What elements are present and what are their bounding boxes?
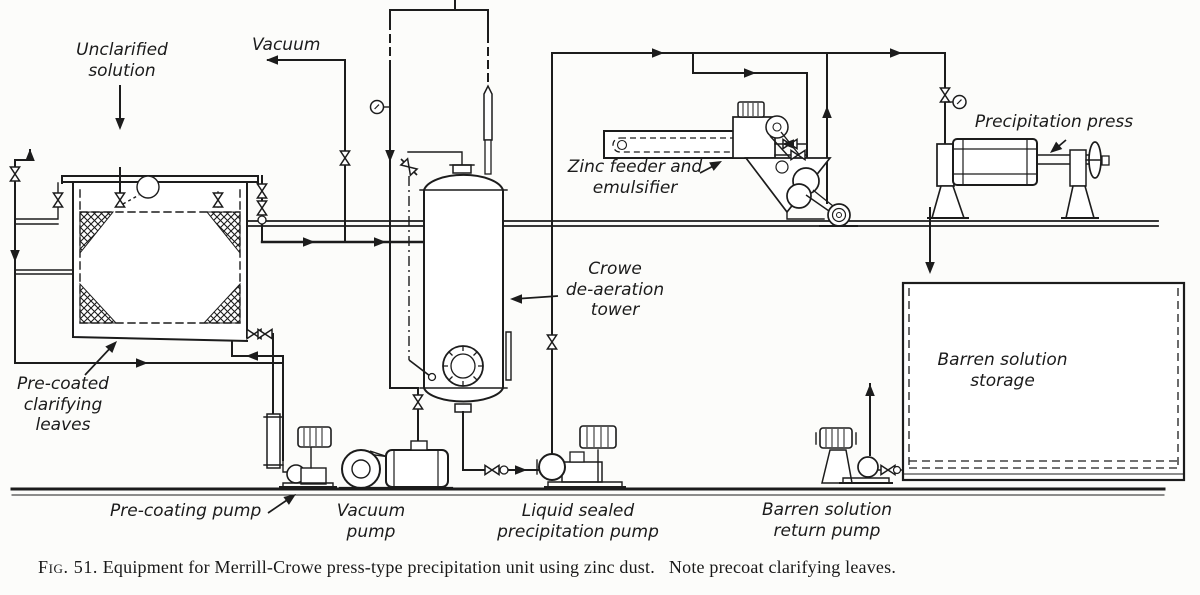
label-precoated-leaves: Pre-coated clarifying leaves — [17, 374, 109, 436]
label-unclarified-solution: Unclarified solution — [76, 40, 168, 81]
vacuum-pump-body — [385, 449, 449, 488]
inlet-fitting — [410, 440, 428, 451]
pipe-fitting — [892, 465, 902, 475]
barometric-tube — [483, 84, 493, 141]
barren-storage-tank — [901, 281, 1186, 482]
valve-icon — [546, 334, 558, 350]
drive-housing — [732, 116, 776, 159]
clarified-solution-pipe — [260, 237, 426, 247]
vacuum-pump — [338, 440, 454, 490]
precoat-pot — [266, 413, 281, 469]
figure-number: Fig. 51. — [38, 557, 99, 577]
figure-caption: Fig. 51. Equipment for Merrill-Crowe pre… — [38, 557, 1178, 578]
label-precipitation-press: Precipitation press — [974, 112, 1134, 132]
valve-icon — [939, 87, 951, 103]
caption-text: Equipment for Merrill-Crowe press-type p… — [102, 557, 655, 577]
pipe-fitting — [499, 465, 509, 475]
pump-motor-icon — [579, 425, 617, 449]
label-vacuum-pump: Vacuum pump — [336, 501, 406, 542]
valve-icon — [339, 150, 351, 166]
pressure-gauge-icon — [952, 94, 967, 110]
side-bracket — [505, 331, 512, 381]
label-barren-return-pump: Barren solution return pump — [761, 500, 892, 541]
press-body — [952, 138, 1038, 186]
label-liquid-sealed-pump: Liquid sealed precipitation pump — [497, 501, 659, 542]
precipitation-press — [927, 138, 1110, 219]
annotation-arrows — [84, 139, 1067, 514]
label-crowe-tower: Crowe de-aeration tower — [565, 259, 665, 321]
pipe-fitting — [427, 372, 437, 382]
feeder-motor-icon — [737, 101, 765, 118]
press-tail-block — [1069, 149, 1087, 187]
precipitation-pump — [536, 425, 626, 488]
feed-well — [136, 175, 160, 199]
zinc-emulsifier — [786, 167, 858, 227]
manhole — [442, 345, 484, 387]
bottom-nozzle — [454, 403, 472, 413]
pump-motor-icon — [297, 426, 332, 448]
precoat-leaves-hatch — [79, 211, 241, 324]
unclarified-inlet-arrow — [115, 85, 125, 130]
label-precoating-pump: Pre-coating pump — [110, 501, 262, 521]
valve-icon — [256, 183, 268, 199]
press-head — [936, 143, 955, 187]
press-leg — [1065, 185, 1096, 219]
precoating-pump — [246, 328, 337, 488]
ground-floor-line — [10, 487, 1166, 496]
emulsifier-pump — [827, 203, 851, 227]
label-vacuum: Vacuum — [252, 35, 321, 55]
recirculation-piping — [9, 149, 284, 368]
valve-icon — [484, 464, 500, 476]
barren-return-pump — [815, 383, 904, 484]
drive-pulley — [765, 115, 789, 139]
vacuum-piping — [266, 0, 493, 444]
pipe-fitting — [257, 215, 267, 225]
valve-icon — [9, 166, 21, 182]
valve-icon — [412, 394, 424, 410]
valve-icon — [52, 192, 64, 208]
label-barren-storage: Barren solution storage — [937, 350, 1068, 391]
clarifier-tank — [61, 167, 268, 343]
pump-volute — [857, 456, 879, 478]
deaeration-tower — [400, 151, 512, 413]
press-leg — [930, 185, 966, 219]
pump-volute — [538, 453, 566, 481]
upper-floor-line — [245, 220, 1159, 227]
belt-pulley — [341, 449, 381, 489]
caption-note: Note precoat clarifying leaves. — [668, 557, 897, 577]
valve-icon — [257, 328, 273, 340]
valve-icon — [256, 200, 268, 216]
pump-motor-icon — [815, 427, 857, 449]
vacuum-gauge-icon — [369, 99, 385, 115]
tower-outlet-piping — [462, 411, 540, 476]
label-zinc-feeder: Zinc feeder and emulsifier — [567, 157, 703, 198]
top-nozzle — [452, 164, 472, 174]
